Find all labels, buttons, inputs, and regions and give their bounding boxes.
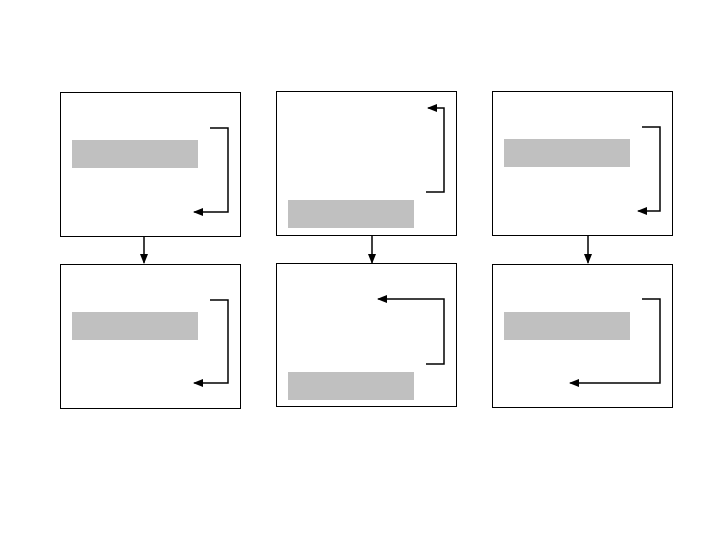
panel-top-left — [60, 92, 241, 237]
bracket-arrow — [193, 127, 229, 216]
bracket-arrow — [569, 298, 661, 387]
panel-top-middle — [276, 91, 457, 236]
row-connectors — [140, 235, 592, 264]
panel-bottom-middle — [276, 263, 457, 407]
gray-bar — [72, 312, 198, 340]
gray-bar — [288, 200, 414, 228]
gray-bar — [504, 312, 630, 340]
panel-top-right — [492, 91, 673, 236]
bracket-arrow — [377, 295, 445, 365]
gray-bar — [72, 140, 198, 168]
panel-bottom-right — [492, 264, 673, 408]
gray-bar — [504, 139, 630, 167]
bracket-arrow — [637, 126, 661, 215]
bracket-arrow — [426, 104, 445, 193]
bracket-arrow — [193, 299, 229, 387]
gray-bar — [288, 372, 414, 400]
panel-bottom-left — [60, 264, 241, 409]
